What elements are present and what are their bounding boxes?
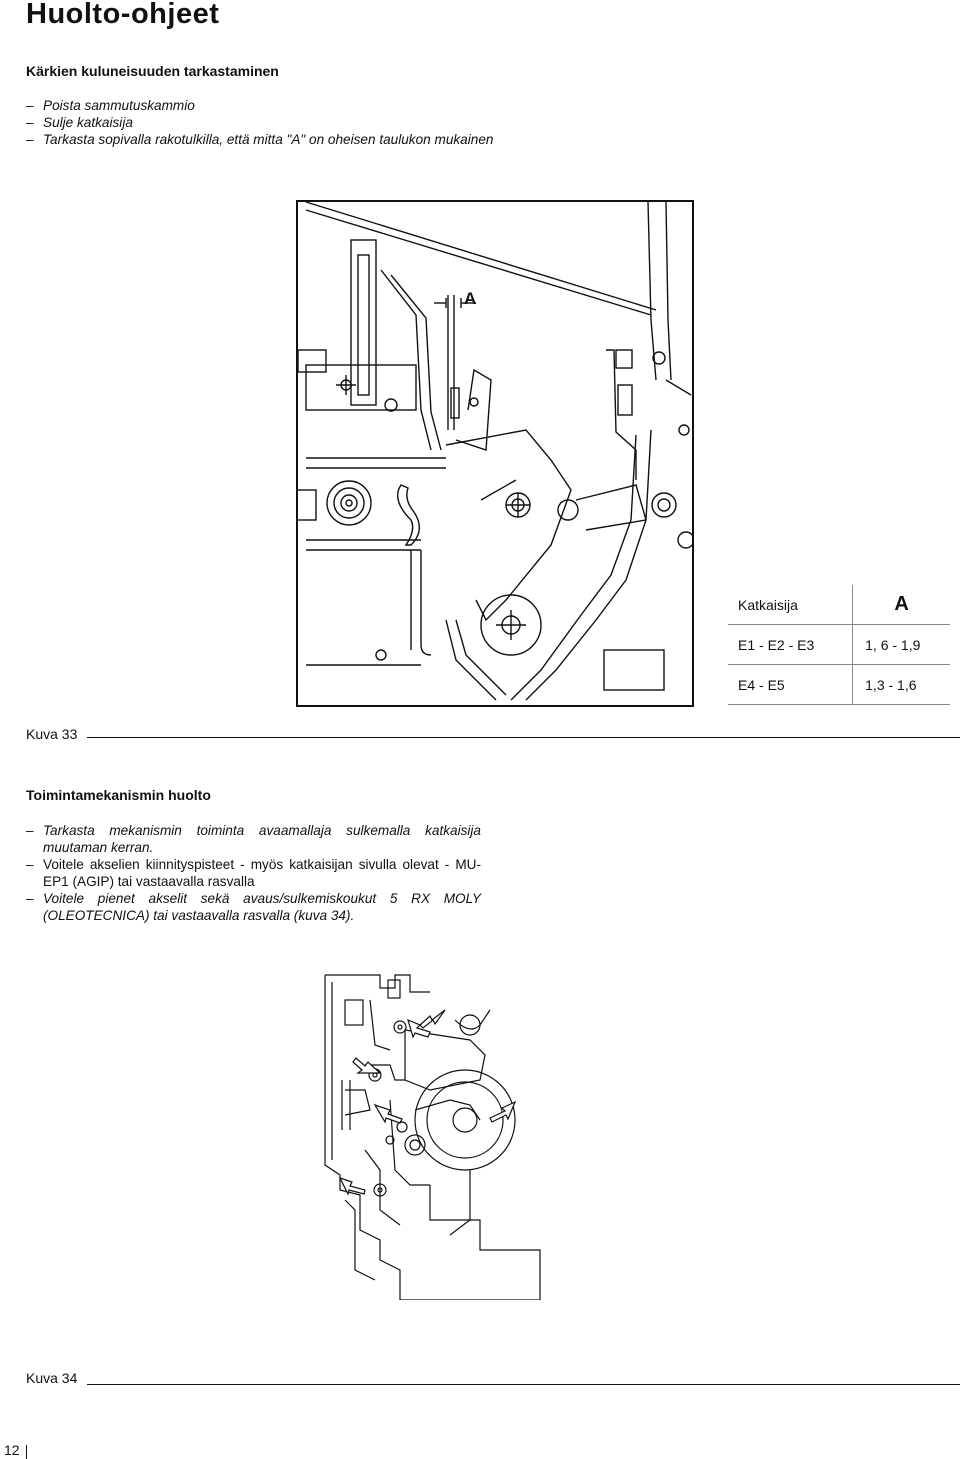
figure-caption-34: Kuva 34: [26, 1370, 78, 1386]
section-heading-mechanism-maintenance: Toimintamekanismin huolto: [26, 787, 211, 803]
page-number-rule: [26, 1445, 27, 1459]
page-title: Huolto-ohjeet: [26, 0, 220, 30]
dimension-label-a: A: [464, 289, 476, 308]
list-item: Sulje katkaisija: [26, 114, 496, 131]
caption-rule: [87, 1384, 960, 1385]
list-item: Voitele akselien kiinnityspisteet - myös…: [26, 856, 481, 890]
table-row: E1 - E2 - E3 1, 6 - 1,9: [728, 624, 950, 665]
table-header-breaker: Katkaisija: [728, 585, 853, 625]
section-heading-contact-wear: Kärkien kuluneisuuden tarkastaminen: [26, 63, 279, 79]
table-cell: 1,3 - 1,6: [852, 664, 950, 705]
mechanism-drawing-figure-33: A: [296, 200, 694, 707]
mechanism-maintenance-steps: Tarkasta mekanismin toiminta avaamallaja…: [26, 822, 481, 924]
lubrication-drawing-figure-34: [324, 974, 541, 1300]
list-item: Poista sammutuskammio: [26, 97, 496, 114]
list-item: Tarkasta mekanismin toiminta avaamallaja…: [26, 822, 481, 856]
table-header-a: A: [852, 585, 950, 625]
page-number: 12: [4, 1442, 20, 1458]
table-cell: E1 - E2 - E3: [728, 624, 853, 665]
list-item: Tarkasta sopivalla rakotulkilla, että mi…: [26, 131, 496, 148]
list-item: Voitele pienet akselit sekä avaus/sulkem…: [26, 890, 481, 924]
table-header-row: Katkaisija A: [728, 585, 950, 625]
table-cell: E4 - E5: [728, 664, 853, 705]
contact-wear-steps: Poista sammutuskammio Sulje katkaisija T…: [26, 97, 496, 148]
table-row: E4 - E5 1,3 - 1,6: [728, 664, 950, 705]
table-cell: 1, 6 - 1,9: [852, 624, 950, 665]
figure-caption-33: Kuva 33: [26, 726, 78, 742]
contact-gap-table: Katkaisija A E1 - E2 - E3 1, 6 - 1,9 E4 …: [728, 585, 950, 705]
caption-rule: [87, 737, 960, 738]
